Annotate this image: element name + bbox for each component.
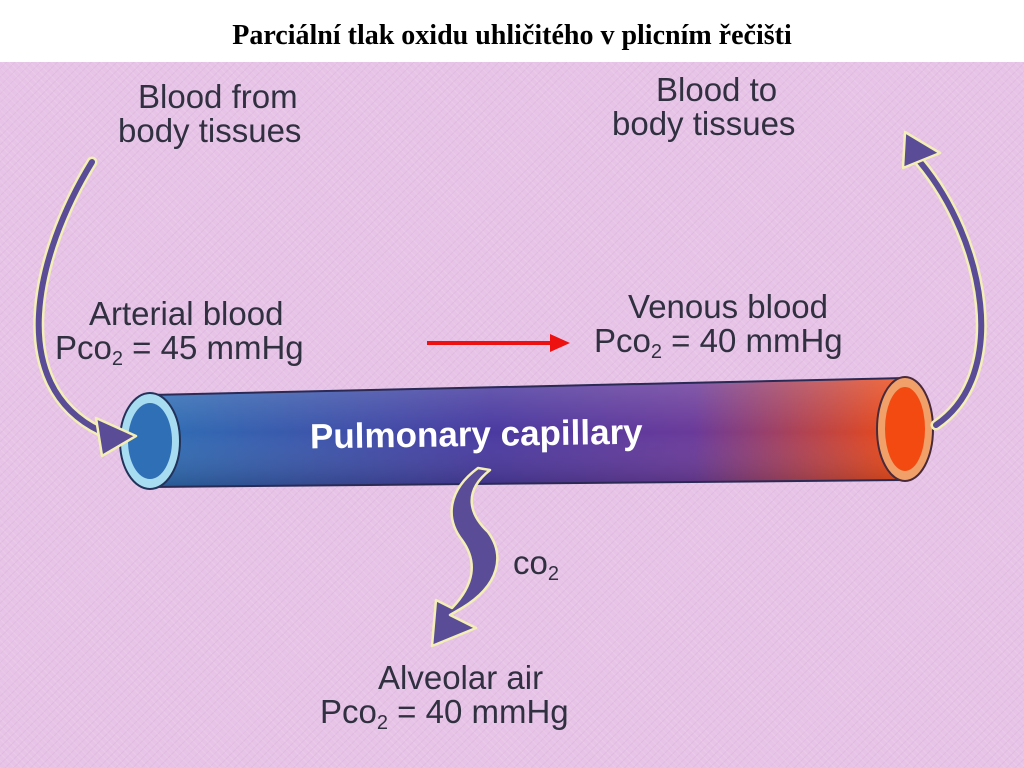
alveolar-pco-value: = 40 mmHg — [388, 693, 569, 730]
slide-title: Parciální tlak oxidu uhličitého v plicní… — [232, 20, 792, 51]
alveolar-pco2: Pco2 = 40 mmHg — [320, 693, 569, 734]
venous-pco-sub: 2 — [650, 341, 662, 363]
co2-diffusion-arrow — [430, 466, 499, 648]
arterial-pco-text: Pco — [55, 329, 112, 366]
pulmonary-capillary-tube — [119, 376, 934, 490]
alveolar-pco-sub: 2 — [376, 712, 388, 734]
venous-pco-value: = 40 mmHg — [662, 322, 843, 359]
title-band — [0, 0, 1024, 62]
alveolar-pco-text: Pco — [320, 693, 377, 730]
arterial-pco-value: = 45 mmHg — [123, 329, 304, 366]
inflow-arrow — [33, 156, 138, 458]
venous-pco2: Pco2 = 40 mmHg — [594, 322, 843, 363]
blood-to-tissues-label: Blood to body tissues — [612, 73, 795, 141]
venous-name: Venous blood — [628, 288, 829, 325]
alveolar-name: Alveolar air — [378, 659, 544, 696]
co2-sub: 2 — [547, 563, 559, 585]
blood-to-line1: Blood to — [656, 71, 778, 108]
co2-text: co — [513, 544, 548, 581]
blood-from-line1: Blood from — [138, 78, 298, 115]
red-flow-arrow — [427, 334, 570, 352]
blood-from-line2: body tissues — [118, 112, 302, 149]
venous-pco-text: Pco — [594, 322, 651, 359]
blood-from-tissues-label: Blood from body tissues — [118, 80, 301, 148]
venous-blood-label: Venous blood Pco2 = 40 mmHg — [594, 288, 843, 363]
pulmonary-capillary-label: Pulmonary capillary — [309, 412, 643, 457]
arterial-blood-label: Arterial blood Pco2 = 45 mmHg — [55, 295, 304, 370]
co2-label: co2 — [513, 544, 559, 585]
arterial-pco-sub: 2 — [111, 348, 123, 370]
alveolar-air-label: Alveolar air Pco2 = 40 mmHg — [320, 659, 569, 734]
blood-to-line2: body tissues — [612, 105, 796, 142]
outflow-arrow — [901, 130, 987, 431]
arterial-pco2: Pco2 = 45 mmHg — [55, 329, 304, 370]
arterial-name: Arterial blood — [89, 295, 284, 332]
